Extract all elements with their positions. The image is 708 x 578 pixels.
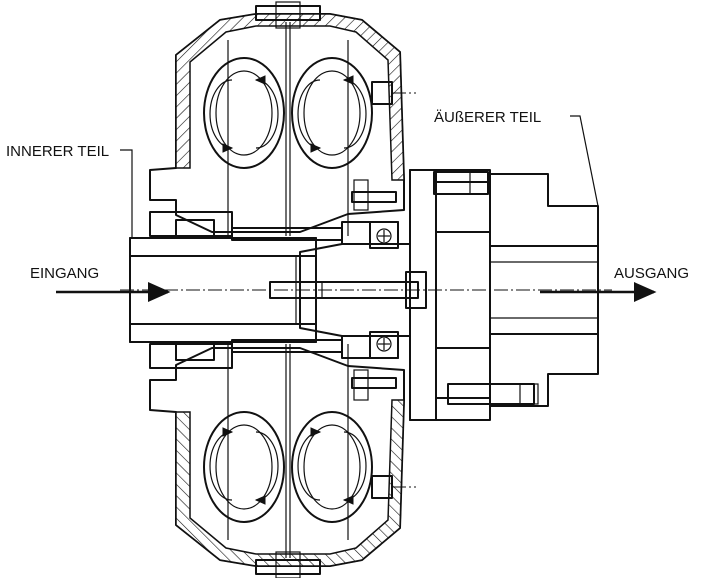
outer-part-label: ÄUßERER TEIL <box>434 109 541 126</box>
inner-part-label: INNERER TEIL <box>6 143 109 160</box>
housing-shell <box>175 13 405 181</box>
outer-part-leader <box>570 115 599 207</box>
coupling-upper-half <box>149 1 416 249</box>
input-shaft <box>129 237 317 343</box>
coupling-lower-half <box>150 332 416 578</box>
input-label: EINGANG <box>30 265 99 282</box>
impeller-chamber-left <box>203 57 285 169</box>
runner-chamber-right <box>291 57 373 169</box>
output-flange <box>409 169 539 421</box>
output-label: AUSGANG <box>614 265 689 282</box>
inner-part-leader <box>120 149 133 238</box>
